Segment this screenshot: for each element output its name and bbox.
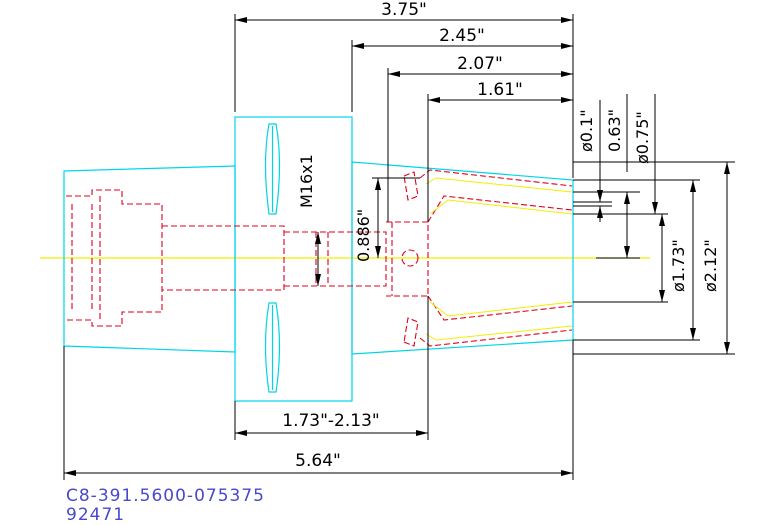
dimension-lines: [63, 14, 735, 480]
drive-slot-bottom: [264, 302, 281, 393]
dim-label-depth: 0.886": [354, 209, 373, 262]
part-number-label: C8-391.5600-075375: [66, 486, 265, 506]
dim-label-2-45: 2.45": [439, 26, 485, 46]
dim-label-dia-small: ø0.1": [577, 109, 596, 152]
dim-label-dia-212: ø2.12": [701, 239, 720, 292]
dim-label-3-75: 3.75": [381, 0, 427, 20]
dim-label-thread: M16x1: [297, 154, 316, 208]
collet-contour: [425, 177, 573, 341]
dim-label-dia-075: ø0.75": [633, 111, 652, 164]
flange-body: [234, 116, 353, 402]
dim-label-2-07: 2.07": [457, 54, 503, 74]
dim-label-dia-173: ø1.73": [669, 239, 688, 292]
dim-label-1-61: 1.61": [477, 80, 523, 100]
dim-label-range: 1.73"-2.13": [282, 411, 379, 431]
taper-shank: [63, 165, 236, 353]
drive-slot-top: [264, 123, 281, 215]
dim-label-5-64: 5.64": [295, 451, 341, 471]
part-code-label: 92471: [66, 505, 126, 525]
dim-label-dia-063: 0.63": [605, 109, 624, 152]
